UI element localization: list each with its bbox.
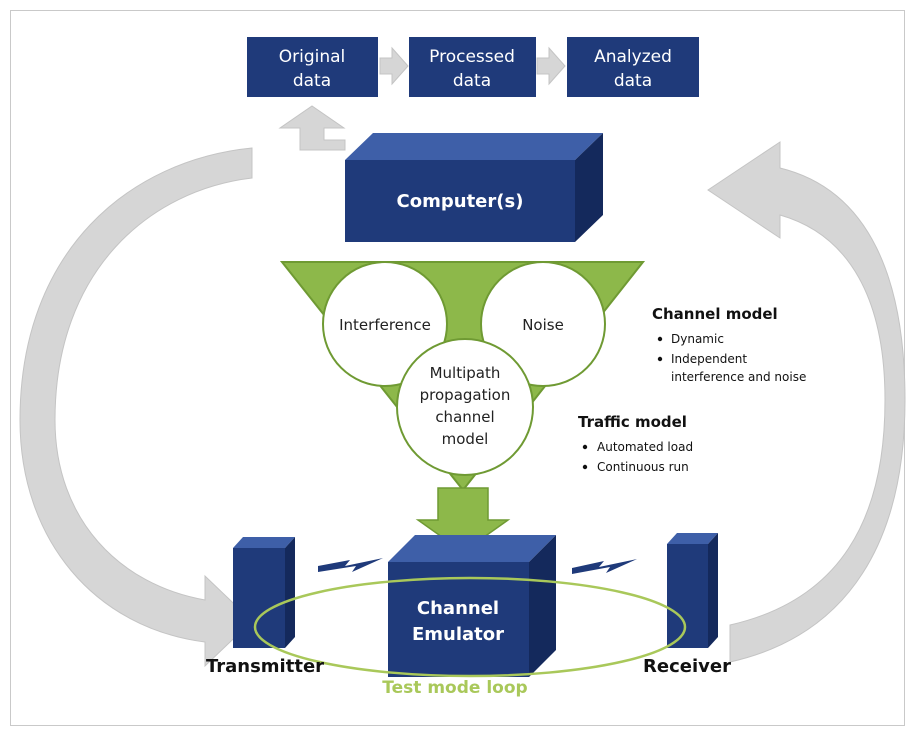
channel-model-item-2b: interference and noise xyxy=(671,370,806,384)
bullet-icon xyxy=(582,464,588,470)
bullet-icon xyxy=(657,336,663,342)
channel-emulator-box: Channel Emulator xyxy=(388,535,556,677)
channel-model-notes: Channel model Dynamic Independent interf… xyxy=(652,305,806,384)
transmitter-block xyxy=(233,537,295,648)
multipath-label-line4: model xyxy=(442,430,489,448)
multipath-circle: Multipath propagation channel model xyxy=(396,338,534,476)
traffic-model-item-1: Automated load xyxy=(597,440,693,454)
arrow-processed-to-analyzed xyxy=(536,46,566,86)
multipath-label-line1: Multipath xyxy=(430,364,501,382)
receiver-label: Receiver xyxy=(643,656,731,677)
emulator-label-line2: Emulator xyxy=(412,624,504,645)
bullet-icon xyxy=(582,444,588,450)
transmitter-label: Transmitter xyxy=(206,656,324,677)
test-mode-loop-label: Test mode loop xyxy=(382,678,527,698)
traffic-model-notes: Traffic model Automated load Continuous … xyxy=(578,413,693,474)
original-data-label-line1: Original xyxy=(279,47,346,67)
right-loop-arrow xyxy=(707,141,906,663)
computer-box: Computer(s) xyxy=(345,133,603,242)
left-loop-arrow xyxy=(19,147,253,668)
multipath-label-line3: channel xyxy=(435,408,494,426)
noise-label: Noise xyxy=(522,316,564,334)
traffic-model-title: Traffic model xyxy=(578,413,687,431)
receiver-block xyxy=(667,533,718,648)
traffic-model-item-2: Continuous run xyxy=(597,460,689,474)
processed-data-label-line1: Processed xyxy=(429,47,515,67)
noise-circle: Noise xyxy=(480,261,606,387)
signal-bolt-icon xyxy=(318,558,383,572)
channel-model-item-2a: Independent xyxy=(671,352,747,366)
bullet-icon xyxy=(657,356,663,362)
channel-model-item-1: Dynamic xyxy=(671,332,724,346)
processed-data-box: Processed data xyxy=(409,37,536,97)
analyzed-data-label-line2: data xyxy=(614,71,652,91)
interference-circle: Interference xyxy=(322,261,448,387)
original-data-box: Original data xyxy=(247,37,378,97)
multipath-label-line2: propagation xyxy=(420,386,511,404)
analyzed-data-label-line1: Analyzed xyxy=(594,47,672,67)
test-mode-loop-ellipse xyxy=(253,576,687,678)
analyzed-data-box: Analyzed data xyxy=(567,37,699,97)
computer-label: Computer(s) xyxy=(397,191,524,212)
emulator-label-line1: Channel xyxy=(417,598,499,619)
processed-data-label-line2: data xyxy=(453,71,491,91)
original-data-label-line2: data xyxy=(293,71,331,91)
channel-model-title: Channel model xyxy=(652,305,778,323)
computer-to-data-arrow xyxy=(278,105,346,151)
interference-label: Interference xyxy=(339,316,431,334)
arrow-original-to-processed xyxy=(379,46,409,86)
signal-bolt-icon xyxy=(572,559,637,574)
